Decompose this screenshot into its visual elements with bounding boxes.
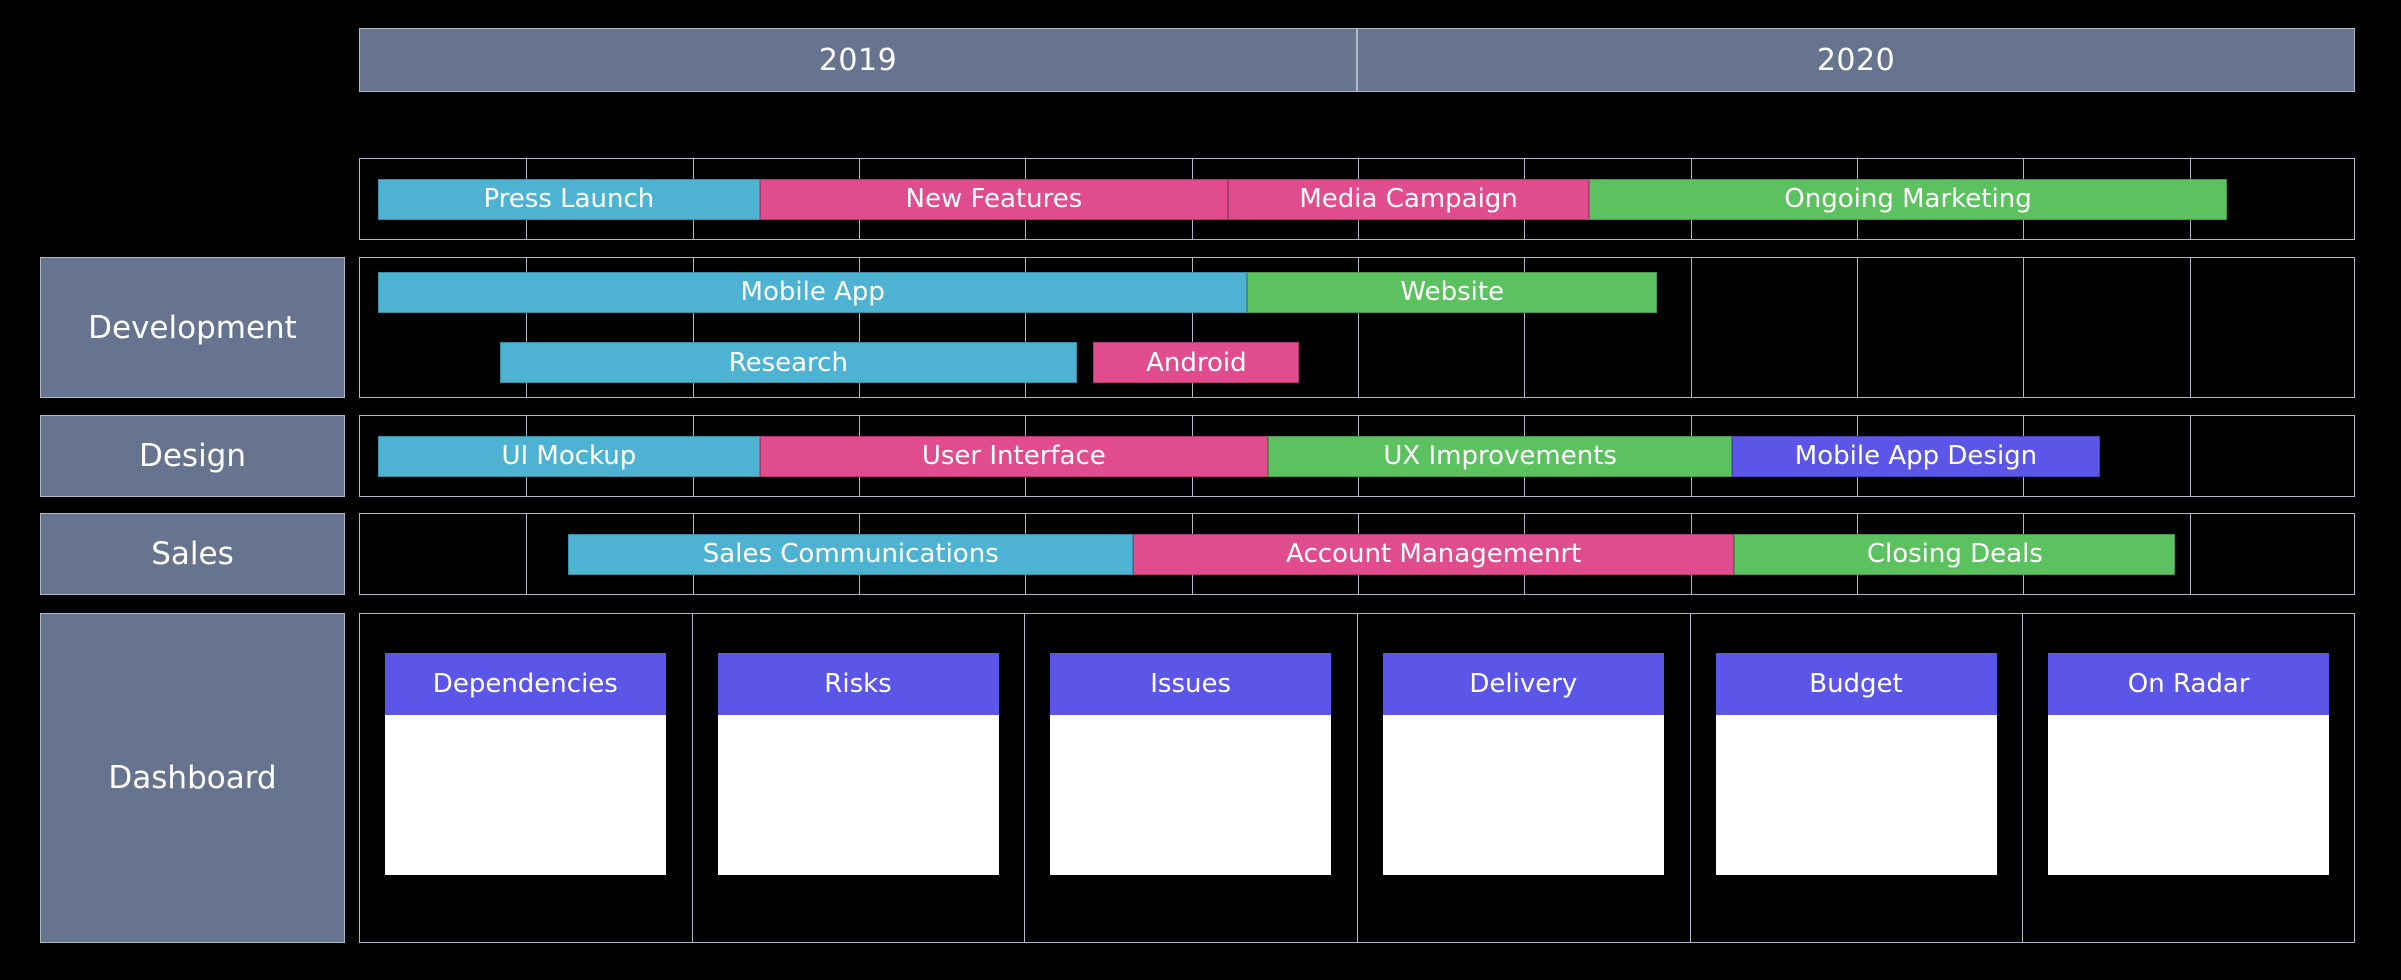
task-bar-label: Closing Deals [1866, 539, 2043, 569]
dashboard-column-separator [1024, 613, 1025, 943]
task-bar-label: Mobile App [740, 277, 885, 308]
dashboard-card-risks[interactable]: Risks [717, 653, 999, 875]
row-label-sales: Sales [40, 513, 345, 595]
gridline [859, 258, 860, 397]
dashboard-card-body[interactable] [1050, 715, 1332, 875]
task-bar-ux-improvements[interactable]: UX Improvements [1267, 435, 1733, 477]
dashboard-card-header: Delivery [1382, 653, 1664, 715]
task-bar-press-launch[interactable]: Press Launch [378, 178, 760, 220]
task-bar-label: Media Campaign [1299, 184, 1518, 214]
dashboard-card-header: Dependencies [384, 653, 666, 715]
dashboard-card-body[interactable] [2048, 715, 2330, 875]
task-bar-label: Research [728, 347, 848, 378]
task-bar-research[interactable]: Research [500, 342, 1077, 384]
task-bar-website[interactable]: Website [1247, 271, 1658, 313]
gridline [1025, 258, 1026, 397]
dashboard-column-separator [2022, 613, 2023, 943]
year-label: 2019 [818, 42, 898, 78]
dashboard-card-body[interactable] [1715, 715, 1997, 875]
dashboard-card-title: On Radar [2127, 669, 2250, 699]
dashboard-card-header: On Radar [2048, 653, 2330, 715]
task-bar-label: Press Launch [483, 184, 655, 214]
dashboard-card-on-radar[interactable]: On Radar [2048, 653, 2330, 875]
gridline [1524, 258, 1525, 397]
row-label-development: Development [40, 257, 345, 398]
task-bar-account-managemenrt[interactable]: Account Managemenrt [1133, 533, 1735, 575]
task-bar-closing-deals[interactable]: Closing Deals [1734, 533, 2176, 575]
dashboard-card-body[interactable] [384, 715, 666, 875]
dashboard-column-separator [1690, 613, 1691, 943]
gridline [693, 258, 694, 397]
task-bar-mobile-app-design[interactable]: Mobile App Design [1732, 435, 2100, 477]
task-bar-label: New Features [905, 184, 1083, 214]
gridline [1192, 258, 1193, 397]
task-bar-ui-mockup[interactable]: UI Mockup [378, 435, 760, 477]
task-bar-android[interactable]: Android [1093, 342, 1300, 384]
row-label-text: Development [88, 309, 297, 346]
task-bar-media-campaign[interactable]: Media Campaign [1228, 178, 1590, 220]
dashboard-card-dependencies[interactable]: Dependencies [384, 653, 666, 875]
task-bar-label: Ongoing Marketing [1784, 184, 2032, 214]
dashboard-card-title: Issues [1150, 669, 1232, 699]
dashboard-card-header: Issues [1050, 653, 1332, 715]
gridline [1691, 258, 1692, 397]
dashboard-card-title: Dependencies [432, 669, 618, 699]
dashboard-card-body[interactable] [717, 715, 999, 875]
row-label-dashboard: Dashboard [40, 613, 345, 943]
dashboard-card-issues[interactable]: Issues [1050, 653, 1332, 875]
dashboard-card-title: Risks [824, 669, 892, 699]
task-bar-label: UX Improvements [1383, 441, 1617, 471]
dashboard-card-body[interactable] [1382, 715, 1664, 875]
row-label-text: Dashboard [108, 760, 277, 796]
gridline [2190, 416, 2191, 496]
task-bar-label: Android [1146, 347, 1247, 378]
task-bar-label: User Interface [921, 441, 1106, 471]
dashboard-card-header: Risks [717, 653, 999, 715]
task-bar-label: Account Managemenrt [1286, 539, 1582, 569]
dashboard-column-separator [1357, 613, 1358, 943]
row-label-text: Design [138, 438, 247, 474]
gridline [1358, 258, 1359, 397]
gridline [2190, 514, 2191, 594]
dashboard-card-delivery[interactable]: Delivery [1382, 653, 1664, 875]
task-bar-label: Mobile App Design [1794, 441, 2038, 471]
row-label-text: Sales [151, 536, 234, 572]
gridline [2023, 258, 2024, 397]
task-bar-ongoing-marketing[interactable]: Ongoing Marketing [1589, 178, 2227, 220]
gridline [1857, 258, 1858, 397]
gridline [526, 258, 527, 397]
task-bar-user-interface[interactable]: User Interface [759, 435, 1268, 477]
task-bar-label: Sales Communications [702, 539, 999, 569]
dashboard-card-title: Budget [1809, 669, 1903, 699]
dashboard-card-budget[interactable]: Budget [1715, 653, 1997, 875]
task-bar-label: Website [1400, 277, 1505, 308]
task-bar-mobile-app[interactable]: Mobile App [378, 271, 1248, 313]
gridline [2190, 258, 2191, 397]
dashboard-column-separator [692, 613, 693, 943]
dashboard-card-header: Budget [1715, 653, 1997, 715]
year-header-2019: 2019 [359, 28, 1357, 92]
dashboard-card-title: Delivery [1469, 669, 1578, 699]
gridline [526, 514, 527, 594]
task-bar-label: UI Mockup [501, 441, 637, 471]
year-label: 2020 [1816, 42, 1896, 78]
task-bar-new-features[interactable]: New Features [759, 178, 1229, 220]
task-bar-sales-communications[interactable]: Sales Communications [568, 533, 1134, 575]
row-label-design: Design [40, 415, 345, 497]
year-header-2020: 2020 [1357, 28, 2355, 92]
